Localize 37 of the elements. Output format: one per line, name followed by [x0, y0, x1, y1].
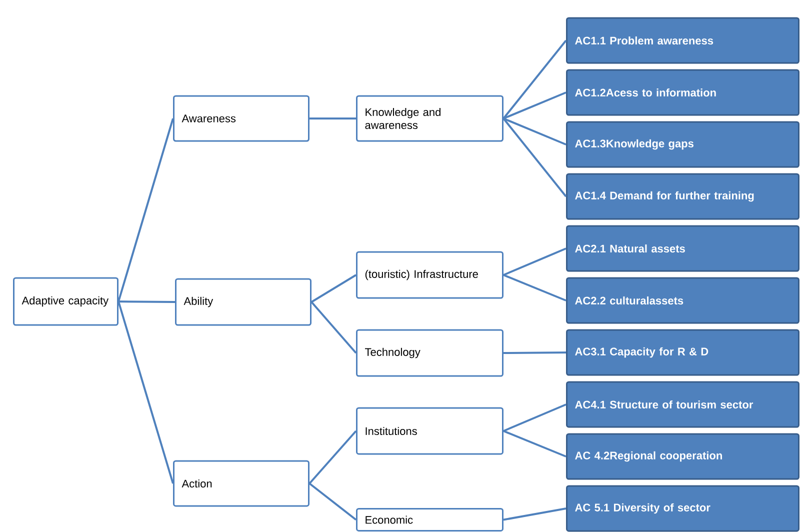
category-box: Institutions	[356, 407, 504, 455]
indicator-box: AC2.1 Natural assets	[566, 225, 800, 272]
category-box: Action	[173, 460, 310, 507]
indicator-box: AC 5.1 Diversity of sector	[566, 485, 800, 532]
connector-line	[310, 118, 356, 120]
indicator-box: AC3.1 Capacity for R & D	[566, 329, 800, 376]
category-box: Technology	[356, 329, 504, 377]
category-box: Knowledge and awareness	[356, 95, 504, 142]
indicator-box: AC1.4 Demand for further training	[566, 173, 800, 220]
connector-line	[502, 40, 567, 120]
connector-line	[502, 118, 567, 198]
connector-line	[503, 92, 566, 120]
indicator-box: AC1.3Knowledge gaps	[566, 121, 800, 168]
connector-line	[308, 482, 357, 521]
connector-line	[503, 352, 566, 354]
connector-line	[503, 118, 566, 146]
connector-line	[308, 430, 357, 484]
connector-line	[503, 248, 566, 276]
indicator-box: AC2.2 culturalassets	[566, 277, 800, 324]
indicator-box: AC 4.2Regional cooperation	[566, 433, 800, 480]
connector-line	[503, 430, 566, 458]
connector-line	[118, 300, 176, 303]
connector-line	[503, 508, 566, 521]
indicator-box: AC1.2Acess to information	[566, 69, 800, 116]
category-box: Economic	[356, 508, 504, 532]
category-box: Ability	[175, 278, 312, 326]
category-box: Awareness	[173, 95, 310, 142]
category-box: Adaptive capacity	[13, 277, 118, 326]
connector-line	[118, 118, 174, 302]
indicator-box: AC1.1 Problem awareness	[566, 17, 800, 64]
indicator-box: AC4.1 Structure of tourism sector	[566, 381, 800, 428]
connector-line	[118, 301, 174, 484]
category-box: (touristic) Infrastructure	[356, 251, 504, 299]
connector-line	[310, 274, 357, 303]
connector-line	[310, 301, 357, 354]
connector-line	[503, 274, 566, 302]
connector-line	[503, 404, 566, 432]
